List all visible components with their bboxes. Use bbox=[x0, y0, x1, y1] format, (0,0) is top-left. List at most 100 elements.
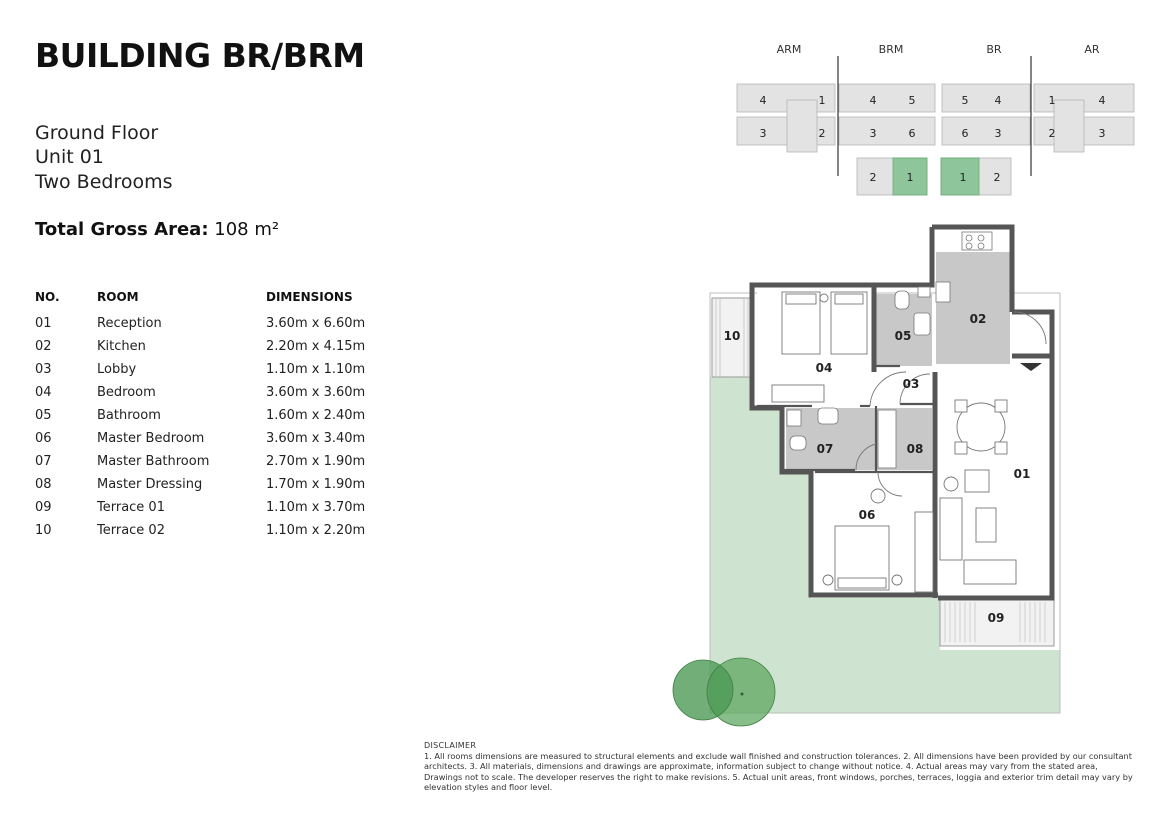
key-plan-blocks bbox=[736, 83, 1135, 196]
key-plan-highlight bbox=[892, 157, 980, 196]
garden-outline bbox=[709, 292, 1061, 714]
kitchen-fixtures bbox=[917, 231, 993, 303]
room-dimensions: 3.60m x 3.60m bbox=[266, 385, 366, 400]
gross-area-label: Total Gross Area: bbox=[35, 219, 209, 240]
header-dimensions: DIMENSIONS bbox=[266, 290, 353, 304]
rooms-table: NO. ROOM DIMENSIONS 01 Reception 3.60m x 6… bbox=[35, 290, 386, 542]
room-no: 08 bbox=[35, 477, 52, 492]
room-name: Terrace 02 bbox=[97, 523, 165, 538]
key-unit: 2 bbox=[819, 127, 826, 140]
gross-area-value: 108 m² bbox=[214, 219, 280, 240]
room-dimensions: 1.10m x 3.70m bbox=[266, 500, 366, 515]
unit-label: Unit 01 bbox=[35, 146, 104, 168]
room-no: 01 bbox=[35, 316, 52, 331]
room-label-08: 08 bbox=[907, 442, 924, 456]
room-no: 04 bbox=[35, 385, 52, 400]
key-plan-numbers: 4 1 3 2 4 5 3 6 2 1 5 4 6 3 1 2 1 4 2 3 bbox=[760, 94, 1106, 184]
key-unit: 4 bbox=[1099, 94, 1106, 107]
terrace-10 bbox=[711, 297, 753, 378]
room-label-04: 04 bbox=[816, 361, 833, 375]
entrance-arrow bbox=[1020, 363, 1042, 371]
key-unit: 6 bbox=[909, 127, 916, 140]
key-plan-label-ar: AR bbox=[1084, 43, 1100, 56]
table-row: 06 Master Bedroom 3.60m x 3.40m bbox=[35, 427, 386, 450]
key-plan-label-brm: BRM bbox=[879, 43, 904, 56]
key-unit: 1 bbox=[907, 171, 914, 184]
room-dimensions: 1.60m x 2.40m bbox=[266, 408, 366, 423]
key-unit: 4 bbox=[995, 94, 1002, 107]
tree-illustration bbox=[672, 657, 776, 727]
room-name: Master Bathroom bbox=[97, 454, 210, 469]
header-room: ROOM bbox=[97, 290, 139, 304]
room-label-06: 06 bbox=[859, 508, 876, 522]
room-dimensions: 2.70m x 1.90m bbox=[266, 454, 366, 469]
page-title: BUILDING BR/BRM bbox=[35, 36, 365, 75]
key-unit: 6 bbox=[962, 127, 969, 140]
walls bbox=[749, 224, 1055, 601]
key-plan-label-br: BR bbox=[986, 43, 1002, 56]
room-labels: 01 02 03 04 05 06 07 08 09 10 bbox=[724, 312, 1031, 625]
room-dimensions: 3.60m x 3.40m bbox=[266, 431, 366, 446]
room-floors bbox=[757, 290, 1052, 594]
key-unit: 3 bbox=[1099, 127, 1106, 140]
disclaimer: DISCLAIMER 1. All rooms dimensions are m… bbox=[424, 741, 1134, 792]
header-no: NO. bbox=[35, 290, 60, 304]
key-unit: 2 bbox=[870, 171, 877, 184]
key-unit: 5 bbox=[962, 94, 969, 107]
floor-label: Ground Floor bbox=[35, 122, 159, 144]
terrace-09 bbox=[939, 597, 1055, 647]
key-unit: 3 bbox=[870, 127, 877, 140]
bedrooms-label: Two Bedrooms bbox=[35, 171, 173, 193]
room-name: Bedroom bbox=[97, 385, 156, 400]
room-name: Master Dressing bbox=[97, 477, 203, 492]
bedroom-04-beds bbox=[771, 291, 868, 403]
room-no: 06 bbox=[35, 431, 52, 446]
key-unit: 1 bbox=[960, 171, 967, 184]
room-name: Kitchen bbox=[97, 339, 146, 354]
key-plan-dividers bbox=[837, 56, 1032, 176]
living-furniture bbox=[939, 399, 1017, 585]
key-unit: 2 bbox=[994, 171, 1001, 184]
master-bed bbox=[822, 488, 934, 593]
key-unit: 3 bbox=[760, 127, 767, 140]
interior-walls bbox=[757, 364, 935, 474]
room-dimensions: 3.60m x 6.60m bbox=[266, 316, 366, 331]
room-no: 05 bbox=[35, 408, 52, 423]
key-unit: 5 bbox=[909, 94, 916, 107]
room-label-07: 07 bbox=[817, 442, 834, 456]
bathroom-07-fixtures bbox=[786, 407, 839, 451]
key-plan-label-arm: ARM bbox=[777, 43, 802, 56]
table-row: 10 Terrace 02 1.10m x 2.20m bbox=[35, 519, 386, 542]
room-no: 02 bbox=[35, 339, 52, 354]
room-name: Bathroom bbox=[97, 408, 161, 423]
room-dimensions: 2.20m x 4.15m bbox=[266, 339, 366, 354]
room-no: 10 bbox=[35, 523, 52, 538]
dressing-wardrobe bbox=[877, 409, 897, 469]
terrace-10-hatch bbox=[715, 298, 749, 377]
room-name: Reception bbox=[97, 316, 162, 331]
table-row: 04 Bedroom 3.60m x 3.60m bbox=[35, 381, 386, 404]
wet-rooms bbox=[786, 252, 1010, 470]
key-unit: 4 bbox=[760, 94, 767, 107]
room-dimensions: 1.10m x 2.20m bbox=[266, 523, 366, 538]
room-dimensions: 1.10m x 1.10m bbox=[266, 362, 366, 377]
key-unit: 1 bbox=[1049, 94, 1056, 107]
room-name: Terrace 01 bbox=[97, 500, 165, 515]
room-label-05: 05 bbox=[895, 329, 912, 343]
key-unit: 4 bbox=[870, 94, 877, 107]
key-unit: 3 bbox=[995, 127, 1002, 140]
terrace-09-hatch bbox=[944, 602, 1046, 642]
table-row: 07 Master Bathroom 2.70m x 1.90m bbox=[35, 450, 386, 473]
room-name: Master Bedroom bbox=[97, 431, 205, 446]
room-no: 07 bbox=[35, 454, 52, 469]
room-label-10: 10 bbox=[724, 329, 741, 343]
room-label-03: 03 bbox=[903, 377, 920, 391]
room-label-02: 02 bbox=[970, 312, 987, 326]
door-swings bbox=[855, 311, 1047, 497]
bathroom-05-fixtures bbox=[894, 290, 931, 336]
room-no: 03 bbox=[35, 362, 52, 377]
table-row: 02 Kitchen 2.20m x 4.15m bbox=[35, 335, 386, 358]
room-label-09: 09 bbox=[988, 611, 1005, 625]
